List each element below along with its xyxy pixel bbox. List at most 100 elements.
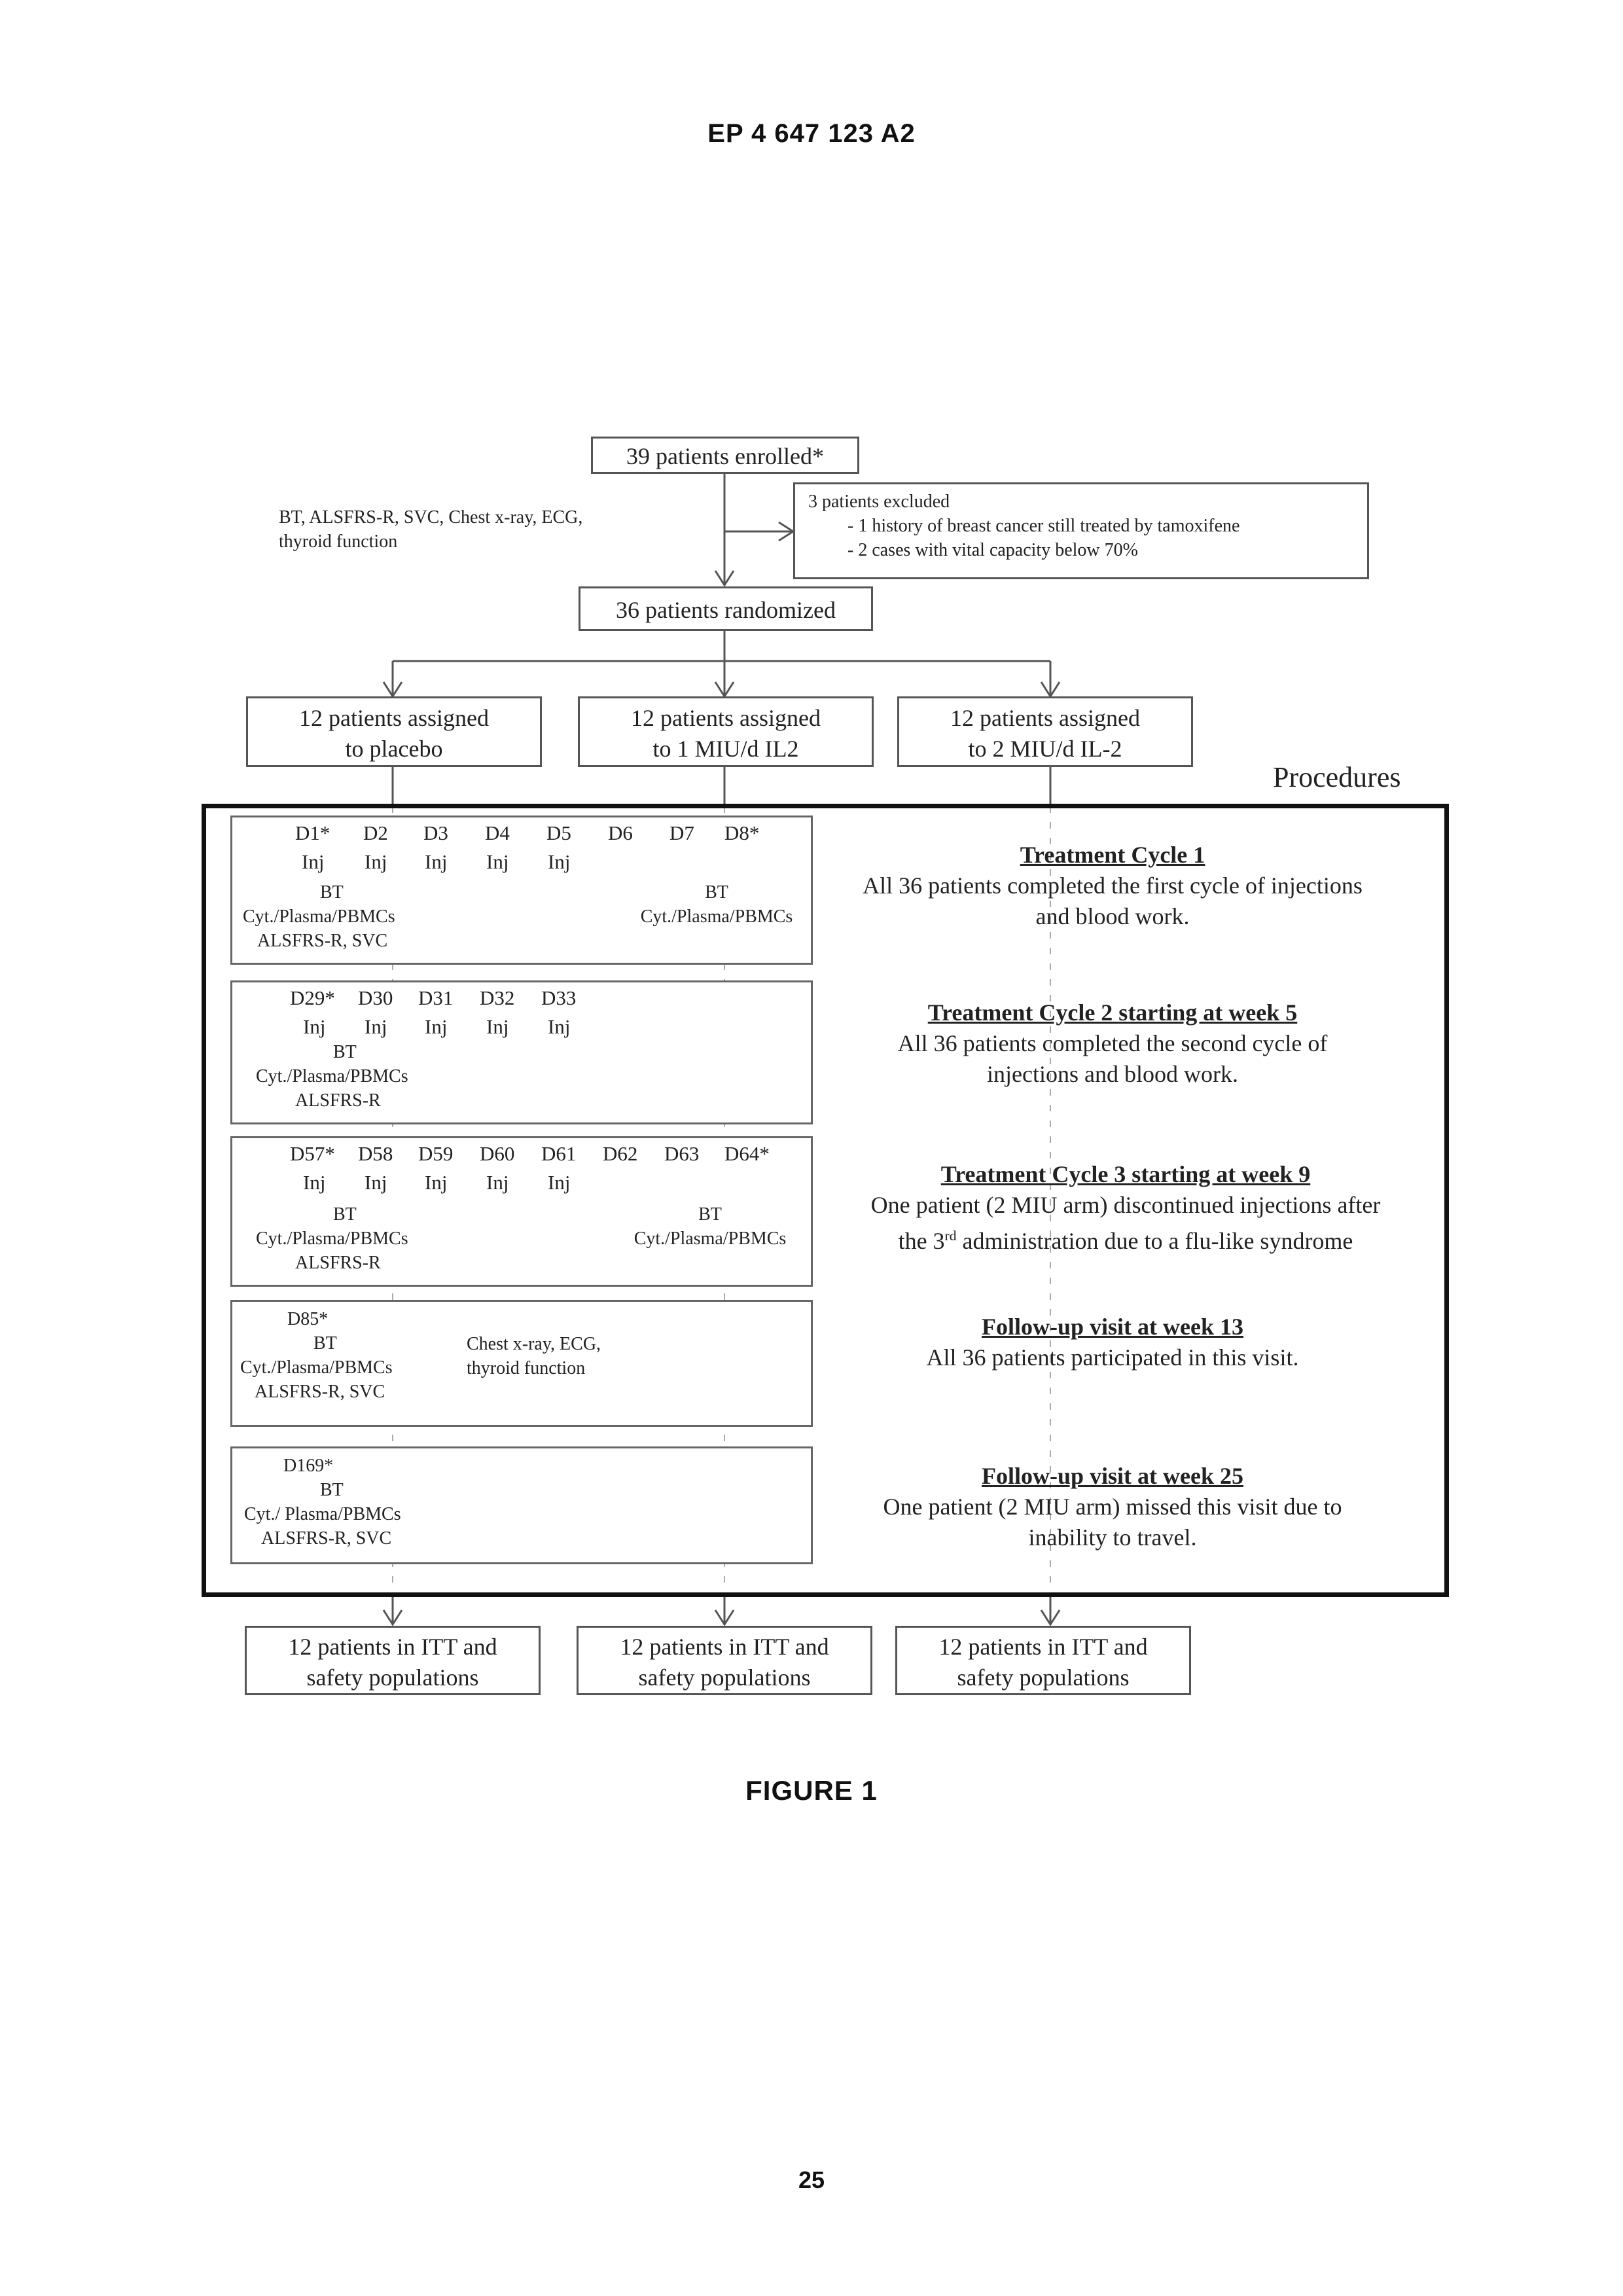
stage-desc: inability to travel. [818,1522,1407,1553]
arm-line: 12 patients assigned [580,703,872,734]
cyt-label: Cyt./Plasma/PBMCs [618,1227,802,1251]
inj-label: Inj [425,1170,447,1196]
arm-2miu-box: 12 patients assigned to 2 MIU/d IL-2 [897,696,1193,767]
day-label: D169* [244,1454,454,1478]
day-label: D2 [363,820,388,846]
outcome-line: safety populations [579,1662,870,1693]
inj-label: Inj [365,1170,387,1196]
assessment-label: ALSFRS-R [256,1251,465,1275]
stage-cycle1: Treatment Cycle 1 All 36 patients comple… [818,840,1407,932]
day-label: D1* [295,820,330,846]
stage-desc: and blood work. [818,901,1407,932]
day-label: D33 [541,985,576,1011]
bt-label: BT [256,1040,465,1064]
stage-desc-ordinal: the 3rd administration due to a flu-like… [818,1221,1433,1257]
day-label: D64* [724,1141,770,1167]
excluded-reason: - 1 history of breast cancer still treat… [808,514,1354,538]
randomized-text: 36 patients randomized [616,597,836,623]
day-label: D29* [290,985,335,1011]
day-label: D62 [603,1141,637,1167]
stage-desc: One patient (2 MIU arm) discontinued inj… [818,1190,1433,1221]
outcome-1miu-box: 12 patients in ITT and safety population… [577,1626,872,1695]
cyt-label: Cyt./ Plasma/PBMCs [244,1502,454,1526]
cyt-label: Cyt./Plasma/PBMCs [625,905,808,929]
outcome-2miu-box: 12 patients in ITT and safety population… [895,1626,1191,1695]
arm-line: to 2 MIU/d IL-2 [899,734,1191,764]
inj-label: Inj [548,1170,570,1196]
stage-desc: All 36 patients completed the first cycl… [818,870,1407,901]
day-label: D3 [423,820,448,846]
day-label: D58 [358,1141,393,1167]
outcome-placebo-box: 12 patients in ITT and safety population… [245,1626,541,1695]
day-label: D31 [418,985,453,1011]
schedule-block-cycle1: D1* D2 D3 D4 D5 D6 D7 D8* Inj Inj Inj In… [230,816,813,965]
inj-label: Inj [302,849,324,875]
arm-1miu-box: 12 patients assigned to 1 MIU/d IL2 [578,696,874,767]
inj-label: Inj [365,1014,387,1040]
schedule-block-cycle2: D29* D30 D31 D32 D33 Inj Inj Inj Inj Inj… [230,980,813,1124]
baseline-line: thyroid function [279,529,645,554]
inj-label: Inj [548,1014,570,1040]
stage-desc: All 36 patients completed the second cyc… [818,1028,1407,1059]
outcome-line: 12 patients in ITT and [897,1632,1189,1662]
bt-label: BT [240,1331,450,1355]
day-label: D57* [290,1141,335,1167]
stage-week13: Follow-up visit at week 13 All 36 patien… [818,1312,1407,1373]
page-number: 25 [0,2166,1623,2194]
inj-label: Inj [425,1014,447,1040]
schedule-block-cycle3: D57* D58 D59 D60 D61 D62 D63 D64* Inj In… [230,1136,813,1287]
outcome-line: safety populations [897,1662,1189,1693]
inj-label: Inj [425,849,447,875]
stage-week25: Follow-up visit at week 25 One patient (… [818,1461,1407,1553]
arm-line: 12 patients assigned [899,703,1191,734]
inj-label: Inj [486,1170,508,1196]
day-label: D6 [608,820,633,846]
cyt-label: Cyt./Plasma/PBMCs [240,1355,450,1380]
arm-line: to 1 MIU/d IL2 [580,734,872,764]
excluded-reason: - 2 cases with vital capacity below 70% [808,538,1354,562]
outcome-line: 12 patients in ITT and [247,1632,539,1662]
inj-label: Inj [303,1170,325,1196]
stage-desc: All 36 patients participated in this vis… [818,1342,1407,1373]
stage-title: Follow-up visit at week 13 [818,1312,1407,1342]
outcome-line: safety populations [247,1662,539,1693]
excluded-box: 3 patients excluded - 1 history of breas… [793,482,1369,579]
stage-title: Treatment Cycle 3 starting at week 9 [818,1159,1433,1190]
baseline-procedures: BT, ALSFRS-R, SVC, Chest x-ray, ECG, thy… [279,505,645,554]
assessment-label: Chest x-ray, ECG, [467,1332,676,1356]
procedures-label: Procedures [1273,759,1401,796]
day-label: D60 [480,1141,514,1167]
bt-label: BT [243,880,452,905]
stage-cycle3: Treatment Cycle 3 starting at week 9 One… [818,1159,1433,1257]
enrolled-box: 39 patients enrolled* [591,437,859,474]
day-label: D59 [418,1141,453,1167]
day-label: D8* [724,820,759,846]
day-label: D5 [546,820,571,846]
stage-title: Treatment Cycle 1 [818,840,1407,870]
stage-cycle2: Treatment Cycle 2 starting at week 5 All… [818,997,1407,1090]
randomized-box: 36 patients randomized [579,586,873,631]
day-label: D30 [358,985,393,1011]
enrolled-text: 39 patients enrolled* [626,443,824,469]
figure-caption: FIGURE 1 [0,1775,1623,1806]
stage-title: Follow-up visit at week 25 [818,1461,1407,1492]
day-label: D7 [669,820,694,846]
baseline-line: BT, ALSFRS-R, SVC, Chest x-ray, ECG, [279,505,645,529]
assessment-label: ALSFRS-R [256,1088,465,1113]
excluded-title: 3 patients excluded [808,490,1354,514]
assessment-label: ALSFRS-R, SVC [243,929,452,953]
bt-label: BT [618,1202,802,1227]
schedule-block-week25: D169* BT Cyt./ Plasma/PBMCs ALSFRS-R, SV… [230,1446,813,1564]
cyt-label: Cyt./Plasma/PBMCs [256,1227,465,1251]
day-label: D4 [485,820,510,846]
inj-label: Inj [486,849,508,875]
arm-line: 12 patients assigned [248,703,540,734]
day-label: D32 [480,985,514,1011]
assessment-label: ALSFRS-R, SVC [240,1380,450,1404]
schedule-block-week13: D85* BT Cyt./Plasma/PBMCs ALSFRS-R, SVC … [230,1300,813,1427]
arm-placebo-box: 12 patients assigned to placebo [246,696,542,767]
bt-label: BT [625,880,808,905]
day-label: D85* [240,1307,450,1331]
assessment-label: thyroid function [467,1356,676,1380]
inj-label: Inj [303,1014,325,1040]
